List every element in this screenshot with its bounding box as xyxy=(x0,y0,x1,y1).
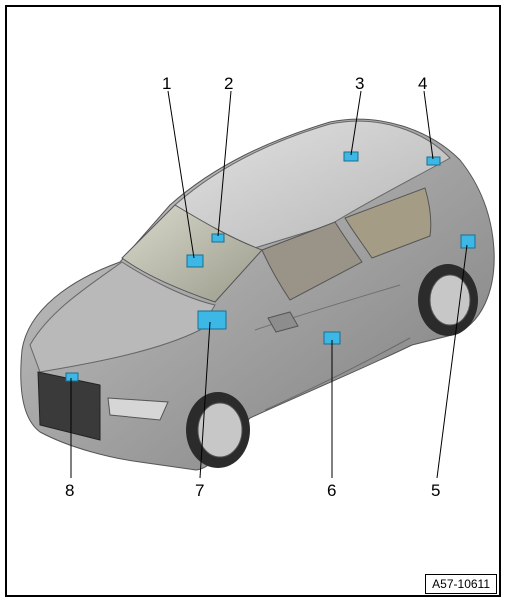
rear-wheel xyxy=(418,264,478,336)
callout-4: 4 xyxy=(418,74,428,93)
callout-3: 3 xyxy=(355,74,365,93)
component-4 xyxy=(426,156,441,166)
component-7 xyxy=(197,310,227,330)
component-8 xyxy=(65,372,79,382)
component-5 xyxy=(460,234,476,249)
callout-6: 6 xyxy=(327,481,337,500)
callout-5: 5 xyxy=(431,481,441,500)
car-body xyxy=(20,118,495,471)
leader-lines xyxy=(70,90,468,479)
figure-reference-label: A57-10611 xyxy=(425,574,497,594)
callout-1: 1 xyxy=(162,74,172,93)
callout-8: 8 xyxy=(65,481,75,500)
front-wheel xyxy=(186,392,250,468)
callout-2: 2 xyxy=(224,74,234,93)
component-1 xyxy=(186,254,204,268)
callout-7: 7 xyxy=(195,481,205,500)
